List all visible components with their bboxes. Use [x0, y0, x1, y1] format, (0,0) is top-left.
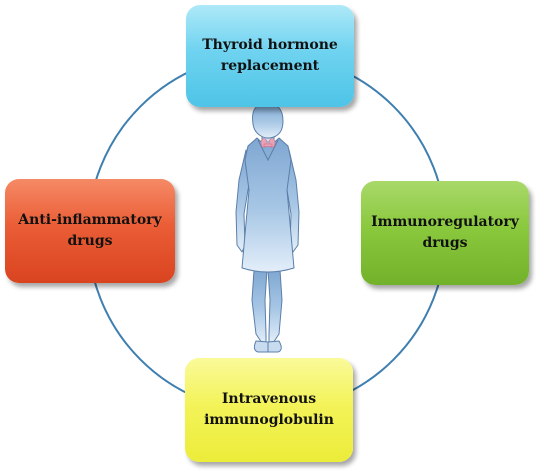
anti-inflammatory-box: Anti-inflammatory drugs — [5, 179, 175, 283]
immunoregulatory-label: Immunoregulatory drugs — [371, 214, 519, 251]
immunoglobulin-label: Intravenous immunoglobulin — [204, 391, 334, 428]
anti-inflammatory-label: Anti-inflammatory drugs — [18, 212, 162, 249]
immunoregulatory-box: Immunoregulatory drugs — [361, 181, 529, 285]
thyroid-icon — [260, 138, 276, 148]
woman-silhouette-icon — [235, 102, 300, 353]
thyroid-hormone-label: Thyroid hormone replacement — [202, 37, 338, 74]
immunoglobulin-box: Intravenous immunoglobulin — [185, 358, 353, 462]
dress-collar — [257, 139, 279, 162]
thyroid-hormone-box: Thyroid hormone replacement — [186, 5, 354, 107]
